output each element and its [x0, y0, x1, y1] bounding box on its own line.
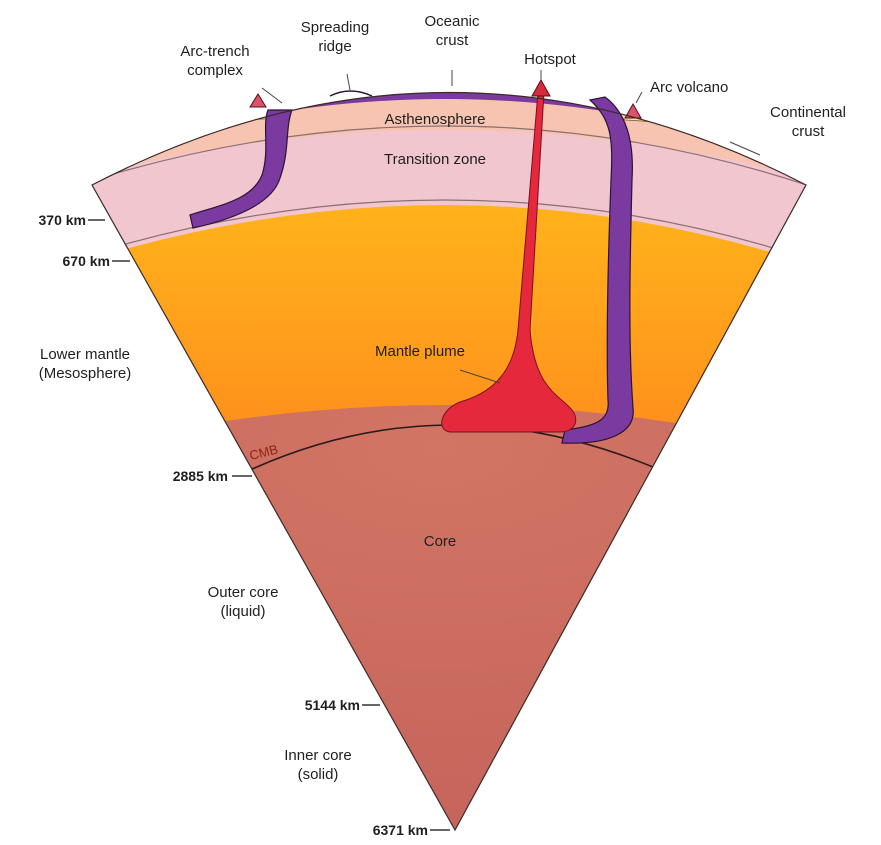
- leader-spreading-ridge: [347, 74, 350, 90]
- leader-arc-trench: [262, 88, 282, 103]
- depth-label-5144km: 5144 km: [305, 696, 360, 715]
- leader-arc-volcano: [636, 92, 642, 103]
- label-oceanic-crust-line2: crust: [424, 31, 479, 50]
- label-lower-mantle-line1: Lower mantle: [39, 345, 132, 364]
- label-spreading-ridge-line2: ridge: [301, 37, 369, 56]
- arc-trench-volcano: [250, 94, 266, 107]
- depth-label-370km: 370 km: [39, 211, 86, 230]
- label-arc-volcano: Arc volcano: [650, 78, 728, 97]
- label-arc-trench-complex: Arc-trench complex: [180, 42, 249, 80]
- label-outer-core-line1: Outer core: [208, 583, 279, 602]
- label-oceanic-crust-line1: Oceanic: [424, 12, 479, 31]
- label-continental-crust-line1: Continental: [770, 103, 846, 122]
- label-arc-trench-line1: Arc-trench: [180, 42, 249, 61]
- label-lower-mantle-line2: (Mesosphere): [39, 364, 132, 383]
- label-transition-zone: Transition zone: [384, 150, 486, 169]
- label-lower-mantle: Lower mantle (Mesosphere): [39, 345, 132, 383]
- label-outer-core-line2: (liquid): [208, 602, 279, 621]
- label-inner-core-line2: (solid): [284, 765, 352, 784]
- label-hotspot: Hotspot: [524, 50, 576, 69]
- label-inner-core-line1: Inner core: [284, 746, 352, 765]
- depth-label-670km: 670 km: [63, 252, 110, 271]
- label-asthenosphere: Asthenosphere: [385, 110, 486, 129]
- label-inner-core: Inner core (solid): [284, 746, 352, 784]
- label-core: Core: [424, 532, 457, 551]
- label-outer-core: Outer core (liquid): [208, 583, 279, 621]
- hotspot-volcano: [532, 80, 550, 96]
- depth-label-6371km: 6371 km: [373, 821, 428, 840]
- label-mantle-plume: Mantle plume: [375, 342, 465, 361]
- label-spreading-ridge-line1: Spreading: [301, 18, 369, 37]
- label-oceanic-crust: Oceanic crust: [424, 12, 479, 50]
- label-continental-crust: Continental crust: [770, 103, 846, 141]
- spreading-ridge-feature: [330, 91, 372, 96]
- label-spreading-ridge: Spreading ridge: [301, 18, 369, 56]
- core-region: [0, 405, 881, 840]
- label-continental-crust-line2: crust: [770, 122, 846, 141]
- label-arc-trench-line2: complex: [180, 61, 249, 80]
- depth-label-2885km: 2885 km: [173, 467, 228, 486]
